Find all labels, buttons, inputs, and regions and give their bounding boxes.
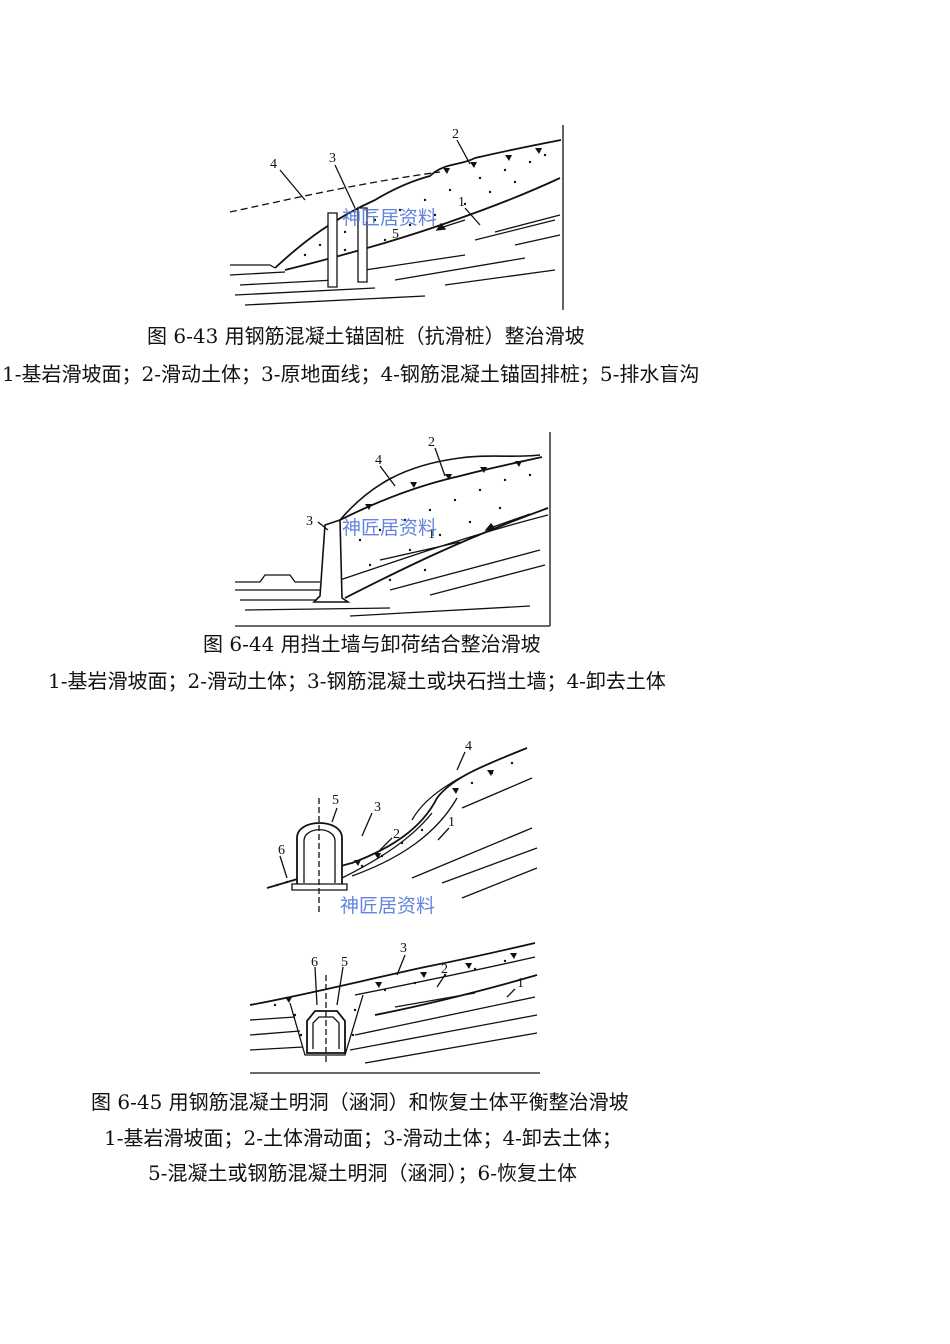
figure-6-45-bottom-diagram: 6 5 3 2 1 [245,941,545,1077]
figure-6-45-legend-line-1: 1-基岩滑坡面；2-土体滑动面；3-滑动土体；4-卸去土体； [104,1126,622,1150]
figure-6-44-label-3: 3 [306,514,313,529]
figure-6-45-caption: 图 6-45 用钢筋混凝土明洞（涵洞）和恢复土体平衡整治滑坡 [91,1090,629,1114]
figure-6-45-top-diagram: 4 5 3 2 1 6 神匠居资料 [262,739,542,917]
figure-6-44-label-2: 2 [428,435,435,450]
figure-6-45-bottom-label-5: 5 [341,955,348,970]
figure-6-45-top-label-6: 6 [278,843,285,858]
figure-6-44-caption: 图 6-44 用挡土墙与卸荷结合整治滑坡 [203,632,541,656]
figure-6-45-top-label-2: 2 [393,827,400,842]
figure-6-45-bottom-label-2: 2 [441,962,448,977]
figure-6-45-top-label-1: 1 [448,815,455,830]
figure-6-43-label-1: 1 [458,195,465,210]
figure-6-45-legend-line-2: 5-混凝土或钢筋混凝土明洞（涵洞）；6-恢复土体 [148,1161,577,1185]
figure-6-43-legend: 1-基岩滑坡面；2-滑动土体；3-原地面线；4-钢筋混凝土锚固排桩；5-排水盲沟 [2,362,700,386]
figure-6-43-label-3: 3 [329,151,336,166]
figure-6-43-label-2: 2 [452,127,459,142]
figure-6-45-bottom-label-3: 3 [400,941,407,956]
figure-6-44-diagram: 4 2 3 1 神匠居资料 [230,430,555,630]
figure-6-43-label-5: 5 [392,227,399,242]
figure-6-45-top-label-5: 5 [332,793,339,808]
watermark-text: 神匠居资料 [342,207,437,229]
figure-6-45-bottom-label-6: 6 [311,955,318,970]
figure-6-43-diagram: 4 3 2 1 5 神匠居资料 [225,120,570,315]
figure-6-45-top-label-3: 3 [374,800,381,815]
figure-6-44-label-1: 1 [428,527,435,542]
figure-6-45-bottom-label-1: 1 [517,976,524,991]
watermark-text: 神匠居资料 [342,517,437,539]
watermark-text: 神匠居资料 [340,895,435,917]
figure-6-44-label-4: 4 [375,453,382,468]
figure-6-43-caption: 图 6-43 用钢筋混凝土锚固桩（抗滑桩）整治滑坡 [147,324,585,348]
figure-6-44-legend: 1-基岩滑坡面；2-滑动土体；3-钢筋混凝土或块石挡土墙；4-卸去土体 [48,669,666,693]
figure-6-43-label-4: 4 [270,157,277,172]
figure-6-45-top-label-4: 4 [465,739,472,754]
